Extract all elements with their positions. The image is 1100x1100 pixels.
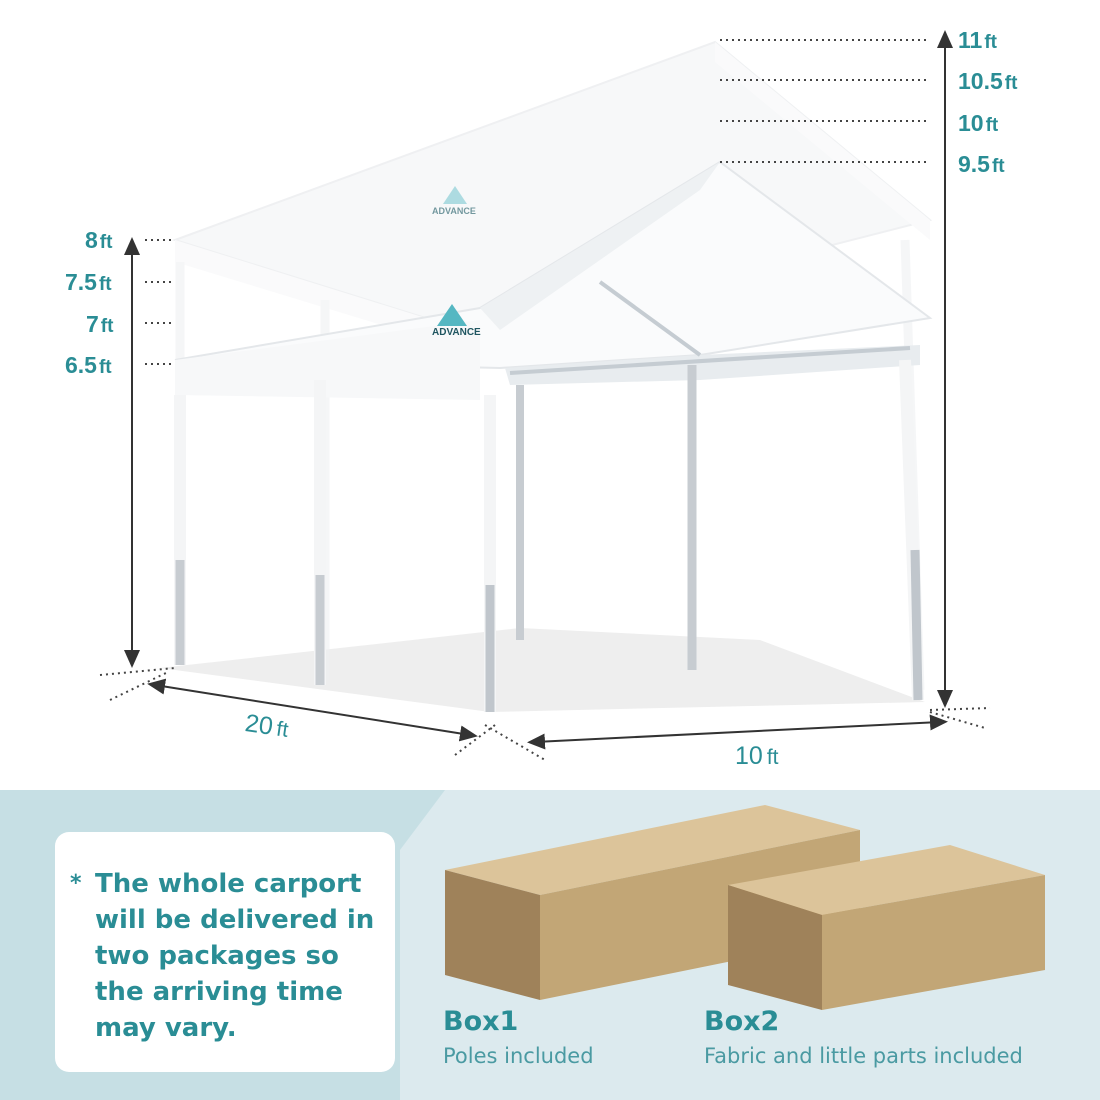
note-bullet: * [70,871,82,896]
box2-icon [728,845,1045,1010]
logo-ghost-icon: ADVANCE [432,186,476,216]
dimension-lines [99,29,991,761]
delivery-note-card [55,832,395,1072]
length-label: 20ft [243,709,290,742]
logo-icon: ADVANCE [432,304,481,338]
carport-canopy [174,160,933,400]
delivery-note-text: The whole carport will be delivered in t… [95,869,375,1043]
carport-legs [174,359,924,712]
box1-icon [445,805,860,1000]
box2-title: Box2 [704,1006,780,1037]
box1-title: Box1 [443,1006,519,1037]
box2-subtitle: Fabric and little parts included [704,1044,1023,1068]
svg-text:ADVANCE: ADVANCE [432,206,476,216]
width-arrow [527,714,948,750]
length-arrow [147,678,478,742]
box1-subtitle: Poles included [443,1044,594,1068]
svg-text:ADVANCE: ADVANCE [432,327,481,338]
